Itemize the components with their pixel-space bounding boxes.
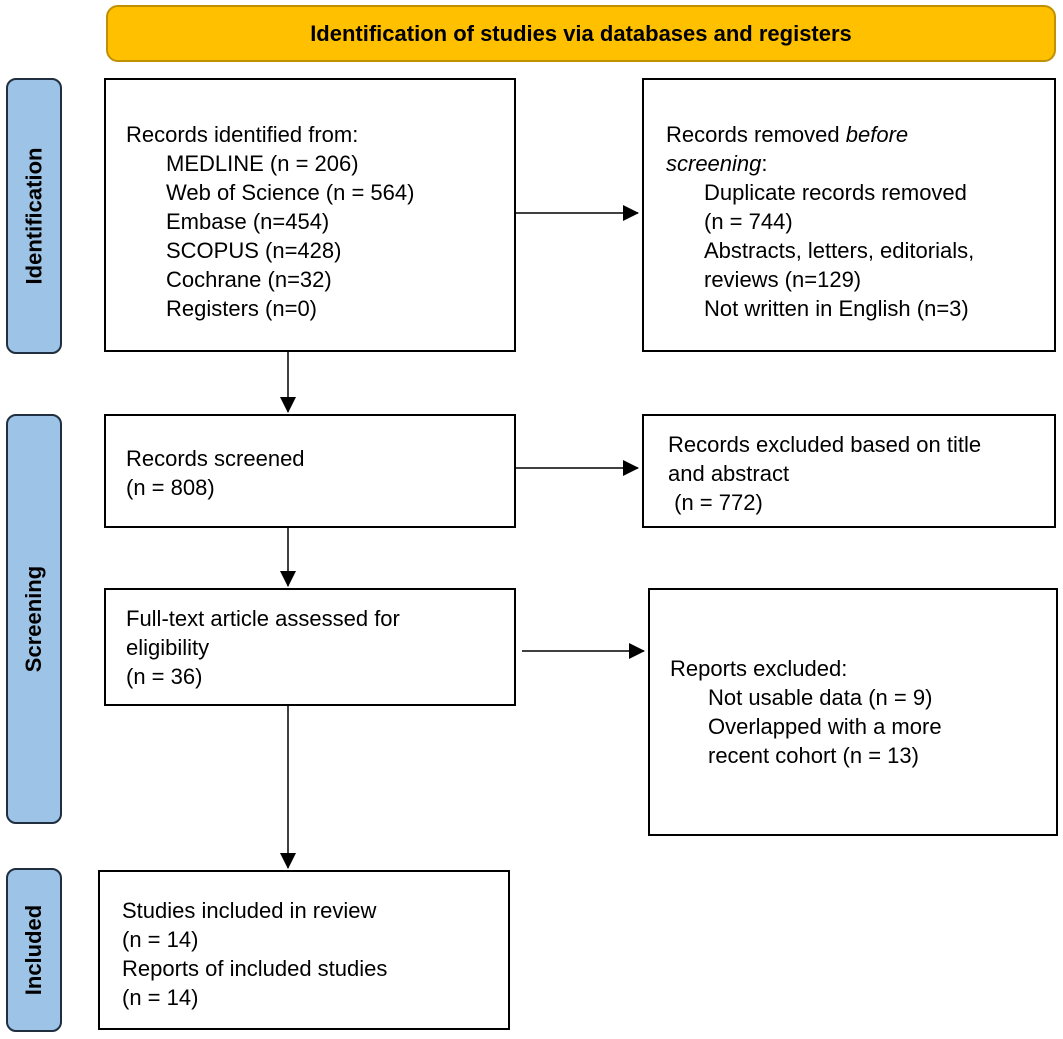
reports-excluded-overlapped: Overlapped with a more [708, 714, 942, 739]
records-identified-box: Records identified from: MEDLINE (n = 20… [104, 78, 516, 352]
source-cochrane: Cochrane (n=32) [166, 267, 332, 292]
records-screened-count: (n = 808) [126, 475, 215, 500]
records-excluded-line1: Records excluded based on title [668, 432, 982, 457]
source-medline: MEDLINE (n = 206) [166, 151, 359, 176]
studies-included-label: Studies included in review [122, 898, 377, 923]
records-removed-box: Records removed before screening: Duplic… [642, 78, 1056, 352]
records-identified-heading: Records identified from: [126, 122, 359, 147]
fulltext-line2: eligibility [126, 635, 210, 660]
removed-duplicates: Duplicate records removed [704, 180, 967, 205]
fulltext-line1: Full-text article assessed for [126, 606, 400, 631]
removed-not-english: Not written in English (n=3) [704, 296, 969, 321]
records-removed-heading: Records removed before [666, 122, 909, 147]
reports-excluded-box: Reports excluded: Not usable data (n = 9… [648, 588, 1058, 836]
source-embase: Embase (n=454) [166, 209, 330, 234]
source-scopus: SCOPUS (n=428) [166, 238, 342, 263]
records-screened-label: Records screened [126, 446, 305, 471]
studies-included-box: Studies included in review (n = 14) Repo… [98, 870, 510, 1030]
studies-included-count: (n = 14) [122, 927, 199, 952]
fulltext-assessed-box: Full-text article assessed for eligibili… [104, 588, 516, 706]
reports-excluded-not-usable: Not usable data (n = 9) [708, 685, 933, 710]
fulltext-count: (n = 36) [126, 664, 203, 689]
reports-included-label: Reports of included studies [122, 956, 388, 981]
phase-identification: Identification [6, 78, 62, 354]
source-web-of-science: Web of Science (n = 564) [166, 180, 415, 205]
removed-reviews: reviews (n=129) [704, 267, 862, 292]
removed-duplicates-count: (n = 744) [704, 209, 793, 234]
reports-excluded-recent-cohort: recent cohort (n = 13) [708, 743, 919, 768]
banner-title: Identification of studies via databases … [310, 20, 852, 46]
records-excluded-box: Records excluded based on title and abst… [642, 414, 1056, 528]
source-registers: Registers (n=0) [166, 296, 318, 321]
records-excluded-line2: and abstract [668, 461, 790, 486]
phase-included: Included [6, 868, 62, 1032]
removed-abstracts: Abstracts, letters, editorials, [704, 238, 975, 263]
phase-screening: Screening [6, 414, 62, 824]
reports-included-count: (n = 14) [122, 985, 199, 1010]
records-screened-box: Records screened (n = 808) [104, 414, 516, 528]
records-excluded-count: (n = 772) [668, 490, 763, 515]
identification-banner: Identification of studies via databases … [106, 5, 1056, 62]
reports-excluded-heading: Reports excluded: [670, 656, 848, 681]
